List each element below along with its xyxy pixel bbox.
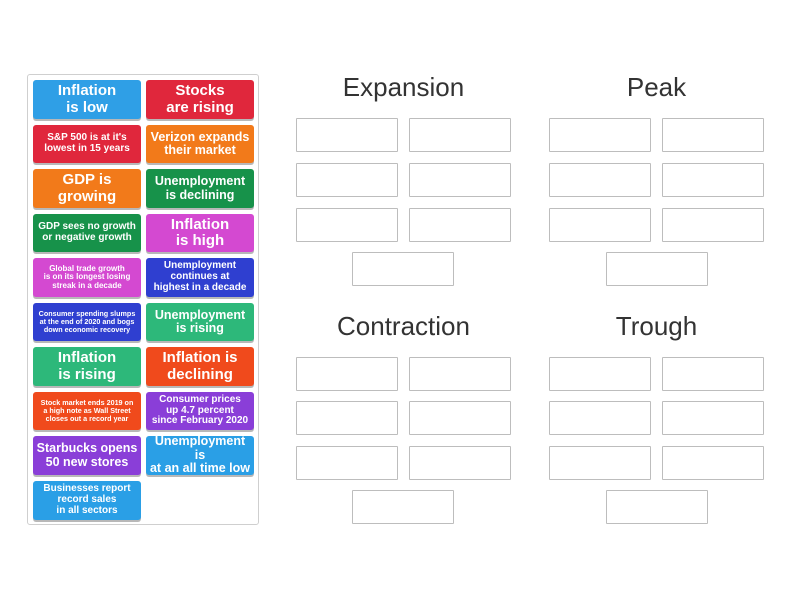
drop-slot[interactable]: [352, 252, 454, 286]
drop-slot[interactable]: [549, 208, 651, 242]
drop-slot[interactable]: [662, 401, 764, 435]
drop-slot[interactable]: [606, 252, 708, 286]
drop-slot[interactable]: [352, 490, 454, 524]
drop-slot[interactable]: [662, 208, 764, 242]
drop-slot[interactable]: [296, 357, 398, 391]
drop-slot[interactable]: [296, 401, 398, 435]
tile-inflation-low[interactable]: Inflation is low: [33, 80, 141, 119]
tile-consumer-spending[interactable]: Consumer spending slumps at the end of 2…: [33, 303, 141, 341]
group-title-contraction: Contraction: [337, 311, 470, 341]
drop-slot[interactable]: [296, 446, 398, 480]
tile-sp500-lowest[interactable]: S&P 500 is at it's lowest in 15 years: [33, 125, 141, 163]
tile-unemployment-declining[interactable]: Unemployment is declining: [146, 169, 254, 208]
tile-inflation-high[interactable]: Inflation is high: [146, 214, 254, 252]
group-title-trough: Trough: [615, 311, 698, 341]
tile-unemployment-rising[interactable]: Unemployment is rising: [146, 303, 254, 341]
tile-gdp-growing[interactable]: GDP is growing: [33, 169, 141, 208]
tile-tray: Inflation is low Stocks are rising S&P 5…: [27, 74, 259, 525]
tile-consumer-prices[interactable]: Consumer prices up 4.7 percent since Feb…: [146, 392, 254, 430]
drop-slot[interactable]: [549, 401, 651, 435]
tile-gdp-no-growth[interactable]: GDP sees no growth or negative growth: [33, 214, 141, 252]
drop-slot[interactable]: [549, 163, 651, 197]
tile-unemployment-low[interactable]: Unemployment is at an all time low: [146, 435, 254, 475]
drop-slot[interactable]: [549, 118, 651, 152]
drop-slot[interactable]: [296, 208, 398, 242]
tile-inflation-rising[interactable]: Inflation is rising: [33, 347, 141, 386]
tile-stock-market-2019[interactable]: Stock market ends 2019 on a high note as…: [33, 392, 141, 430]
drop-slot[interactable]: [409, 118, 511, 152]
drop-slot[interactable]: [662, 446, 764, 480]
drop-slot[interactable]: [549, 357, 651, 391]
group-title-expansion: Expansion: [342, 72, 465, 102]
drop-slot[interactable]: [409, 163, 511, 197]
tile-stocks-rising[interactable]: Stocks are rising: [146, 80, 254, 119]
drop-slot[interactable]: [296, 163, 398, 197]
tile-inflation-declining[interactable]: Inflation is declining: [146, 347, 254, 386]
drop-slot[interactable]: [662, 163, 764, 197]
drop-slot[interactable]: [662, 118, 764, 152]
group-title-peak: Peak: [626, 72, 687, 102]
tile-businesses-record[interactable]: Businesses report record sales in all se…: [33, 481, 141, 520]
drop-slot[interactable]: [409, 401, 511, 435]
tile-unemployment-highest[interactable]: Unemployment continues at highest in a d…: [146, 258, 254, 297]
drop-slot[interactable]: [409, 357, 511, 391]
drop-slot[interactable]: [409, 208, 511, 242]
drop-slot[interactable]: [409, 446, 511, 480]
drop-slot[interactable]: [549, 446, 651, 480]
drop-slot[interactable]: [296, 118, 398, 152]
tile-global-trade[interactable]: Global trade growth is on its longest lo…: [33, 258, 141, 297]
drop-slot[interactable]: [662, 357, 764, 391]
drop-slot[interactable]: [606, 490, 708, 524]
tile-starbucks-opens[interactable]: Starbucks opens 50 new stores: [33, 436, 141, 475]
tile-verizon-expands[interactable]: Verizon expands their market: [146, 125, 254, 163]
